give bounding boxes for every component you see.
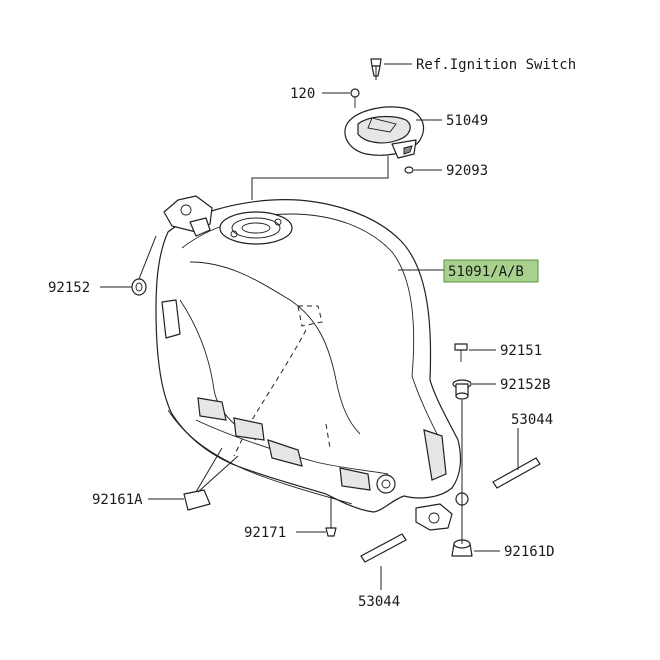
label-92171: 92171 [244,525,286,541]
grommet-92152 [131,278,147,296]
bolt-92151 [454,343,468,362]
fuel-tank [155,195,462,531]
label-120: 120 [290,86,315,102]
label-ref-ignition-switch: Ref.Ignition Switch [416,57,576,73]
tube-53044-bottom [360,533,407,563]
damper-92161a [183,489,211,511]
collar-92152b [452,379,472,400]
screw-120 [350,88,360,108]
o-ring-92093 [404,166,414,174]
label-92161d: 92161D [504,544,555,560]
clip-92171 [325,527,337,537]
highlight-box [443,259,539,283]
label-92161a: 92161A [92,492,143,508]
label-92093: 92093 [446,163,488,179]
label-53044-bottom: 53044 [358,594,400,610]
label-53044-right: 53044 [511,412,553,428]
filler-cap [344,106,425,159]
label-92152: 92152 [48,280,90,296]
leader-lines [100,63,519,590]
label-92151: 92151 [500,343,542,359]
tube-53044-right [492,457,541,489]
label-51091-a-b[interactable]: 51091/A/B [448,264,524,280]
label-92152b: 92152B [500,377,551,393]
label-51049: 51049 [446,113,488,129]
